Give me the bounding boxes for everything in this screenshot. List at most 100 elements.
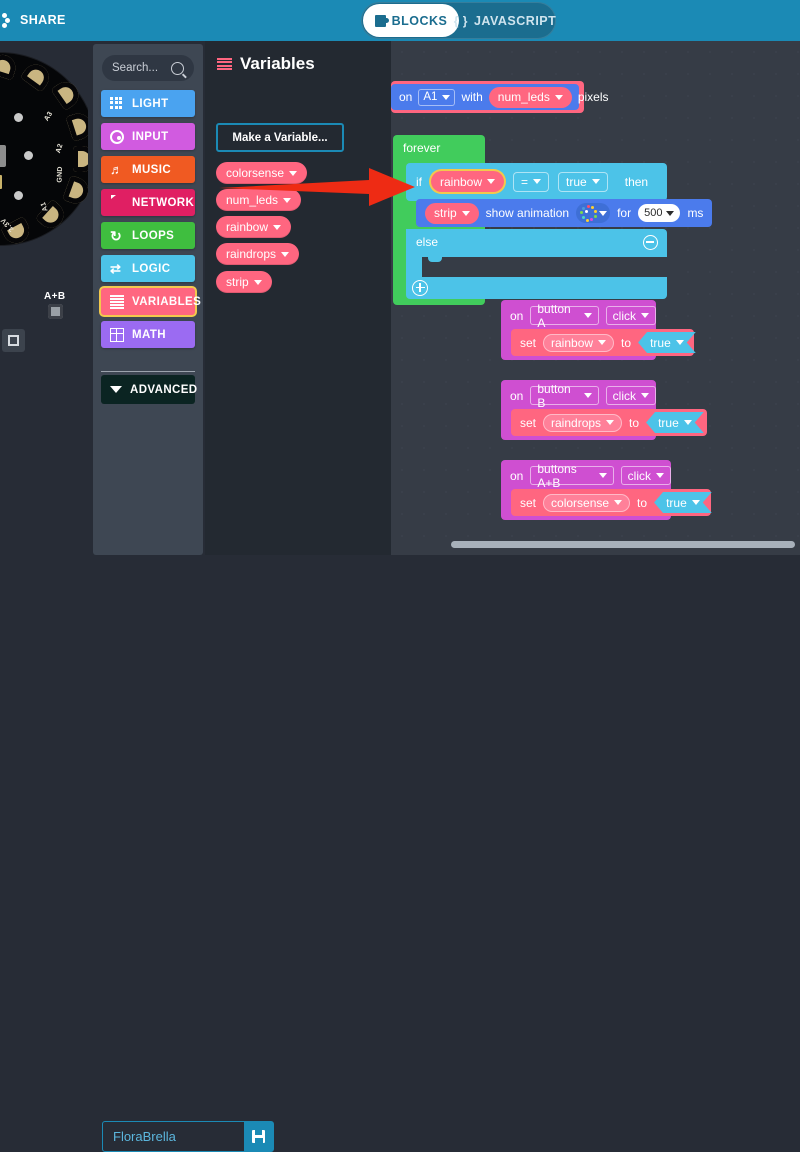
if-label: if xyxy=(416,174,422,189)
source-value: button A xyxy=(537,301,571,330)
else-empty-slot[interactable] xyxy=(422,257,667,277)
comparison-value-dropdown[interactable]: true xyxy=(558,171,608,192)
event-header: on buttons A+B click xyxy=(510,462,671,490)
toolbox-category-variables[interactable]: VARIABLES xyxy=(101,288,201,315)
source-value: button B xyxy=(537,381,571,410)
toolbox-category-label: VARIABLES xyxy=(132,295,202,308)
toolbox-advanced-toggle[interactable]: ADVANCED xyxy=(101,375,198,404)
strip-variable[interactable]: strip xyxy=(425,202,479,224)
toolbox-category-label: LIGHT xyxy=(132,97,169,110)
boolean-value-dropdown[interactable]: true xyxy=(638,332,696,353)
variable-label: raindrops xyxy=(551,415,602,430)
if-condition-row: if rainbow = true then xyxy=(416,171,648,192)
event-source-dropdown[interactable]: buttons A+B xyxy=(530,462,614,490)
editor-mode-toggle: BLOCKS { } JAVASCRIPT xyxy=(361,2,556,39)
pad-gnd xyxy=(73,146,88,172)
tab-blocks[interactable]: BLOCKS xyxy=(363,4,459,37)
set-variable-dropdown[interactable]: colorsense xyxy=(543,493,631,512)
toolbox-divider xyxy=(101,371,195,372)
shuffle-icon: ⇄ xyxy=(110,260,122,276)
chevron-down-icon xyxy=(598,210,607,216)
simulator-panel: A3 A2 GND A1 3.3V OUT A+B xyxy=(0,41,88,555)
toolbox-advanced-label: ADVANCED xyxy=(130,383,198,396)
search-input[interactable]: Search... xyxy=(102,55,194,81)
save-button[interactable] xyxy=(244,1122,273,1151)
set-variable-dropdown[interactable]: rainbow xyxy=(543,333,615,352)
toolbox-category-label: LOOPS xyxy=(132,229,175,242)
grid-icon xyxy=(110,96,124,111)
event-type-dropdown[interactable]: click xyxy=(605,386,656,405)
on-label: on xyxy=(510,468,524,483)
toolbox-category-input[interactable]: INPUT xyxy=(101,123,195,150)
variable-block-strip[interactable]: strip xyxy=(216,271,272,293)
variable-label: rainbow xyxy=(440,174,483,189)
show-animation-block[interactable]: strip show animation for 500 ms xyxy=(416,199,712,227)
if-condition-variable[interactable]: rainbow xyxy=(431,171,505,192)
toolbox-category-label: INPUT xyxy=(132,130,169,143)
toolbox-category-music[interactable]: ♬ MUSIC xyxy=(101,156,195,183)
toolbox-category-light[interactable]: LIGHT xyxy=(101,90,195,117)
event-value: click xyxy=(612,388,636,403)
project-name-field[interactable]: FloraBrella xyxy=(102,1121,274,1152)
duration-dropdown[interactable]: 500 xyxy=(638,204,681,222)
toolbox-category-math[interactable]: MATH xyxy=(101,321,195,348)
variable-block-raindrops[interactable]: raindrops xyxy=(216,243,300,265)
chevron-down-icon[interactable] xyxy=(289,170,298,176)
boolean-value-dropdown[interactable]: true xyxy=(654,492,712,513)
variable-label: colorsense xyxy=(226,166,285,180)
variable-block-num-leds[interactable]: num_leds xyxy=(216,189,302,211)
else-label: else xyxy=(416,235,439,249)
event-source-dropdown[interactable]: button B xyxy=(530,382,599,410)
flyout-title: Variables xyxy=(217,54,315,74)
chevron-down-icon[interactable] xyxy=(273,224,282,230)
chevron-down-icon[interactable] xyxy=(281,251,290,257)
event-value: click xyxy=(612,308,636,323)
neopixel-create-block[interactable]: on A1 with num_leds pixels xyxy=(391,81,609,113)
toolbox-category-network[interactable]: NETWORK xyxy=(101,189,195,216)
tab-javascript[interactable]: { } JAVASCRIPT xyxy=(454,4,556,37)
set-block-colorsense[interactable]: set colorsense to true xyxy=(511,489,711,516)
if-block-footer[interactable] xyxy=(406,277,667,299)
variable-block-rainbow[interactable]: rainbow xyxy=(216,216,292,238)
fullscreen-button[interactable] xyxy=(2,329,25,352)
share-button[interactable]: SHARE xyxy=(0,8,66,32)
minus-circle-icon[interactable] xyxy=(643,235,658,250)
headphones-icon: ♬ xyxy=(110,161,124,177)
set-variable-dropdown[interactable]: raindrops xyxy=(543,413,623,432)
pin-dropdown[interactable]: A1 xyxy=(418,88,456,106)
buttons-ab-button[interactable] xyxy=(48,304,63,319)
event-source-dropdown[interactable]: button A xyxy=(530,302,599,330)
toolbox-category-label: NETWORK xyxy=(132,196,195,209)
comparison-operator-dropdown[interactable]: = xyxy=(513,171,550,192)
set-verb-label: set xyxy=(520,335,537,350)
circuit-playground-board: A3 A2 GND A1 3.3V OUT xyxy=(0,51,88,248)
chevron-down-icon[interactable] xyxy=(253,279,262,285)
variable-label: rainbow xyxy=(226,220,269,234)
set-block-rainbow[interactable]: set rainbow to true xyxy=(511,329,694,356)
boolean-value-dropdown[interactable]: true xyxy=(646,412,704,433)
workspace-horizontal-scrollbar[interactable] xyxy=(451,541,795,548)
target-icon xyxy=(110,129,124,144)
num-leds-variable[interactable]: num_leds xyxy=(488,86,572,108)
toolbox-category-logic[interactable]: ⇄ LOGIC xyxy=(101,255,195,282)
else-bar[interactable]: else xyxy=(406,229,667,257)
chevron-down-icon xyxy=(461,210,470,216)
sensor-chip xyxy=(0,175,2,189)
if-block[interactable]: if rainbow = true then xyxy=(406,163,667,201)
toolbox-category-loops[interactable]: ↻ LOOPS xyxy=(101,222,195,249)
chevron-down-icon[interactable] xyxy=(283,197,292,203)
for-label: for xyxy=(617,206,632,220)
variable-label: strip xyxy=(434,206,457,220)
event-type-dropdown[interactable]: click xyxy=(605,306,656,325)
boolean-value: true xyxy=(666,495,687,510)
make-a-variable-button[interactable]: Make a Variable... xyxy=(216,123,344,152)
plus-circle-icon[interactable] xyxy=(412,280,428,296)
variable-block-colorsense[interactable]: colorsense xyxy=(216,162,308,184)
set-block-raindrops[interactable]: set raindrops to true xyxy=(511,409,707,436)
project-name-input[interactable]: FloraBrella xyxy=(113,1129,176,1144)
animation-dropdown[interactable] xyxy=(576,203,611,223)
refresh-icon: ↻ xyxy=(110,227,123,244)
blocks-workspace[interactable]: on A1 with num_leds pixels forever if ra… xyxy=(391,41,800,555)
event-type-dropdown[interactable]: click xyxy=(620,466,671,485)
boolean-value: true xyxy=(658,415,679,430)
